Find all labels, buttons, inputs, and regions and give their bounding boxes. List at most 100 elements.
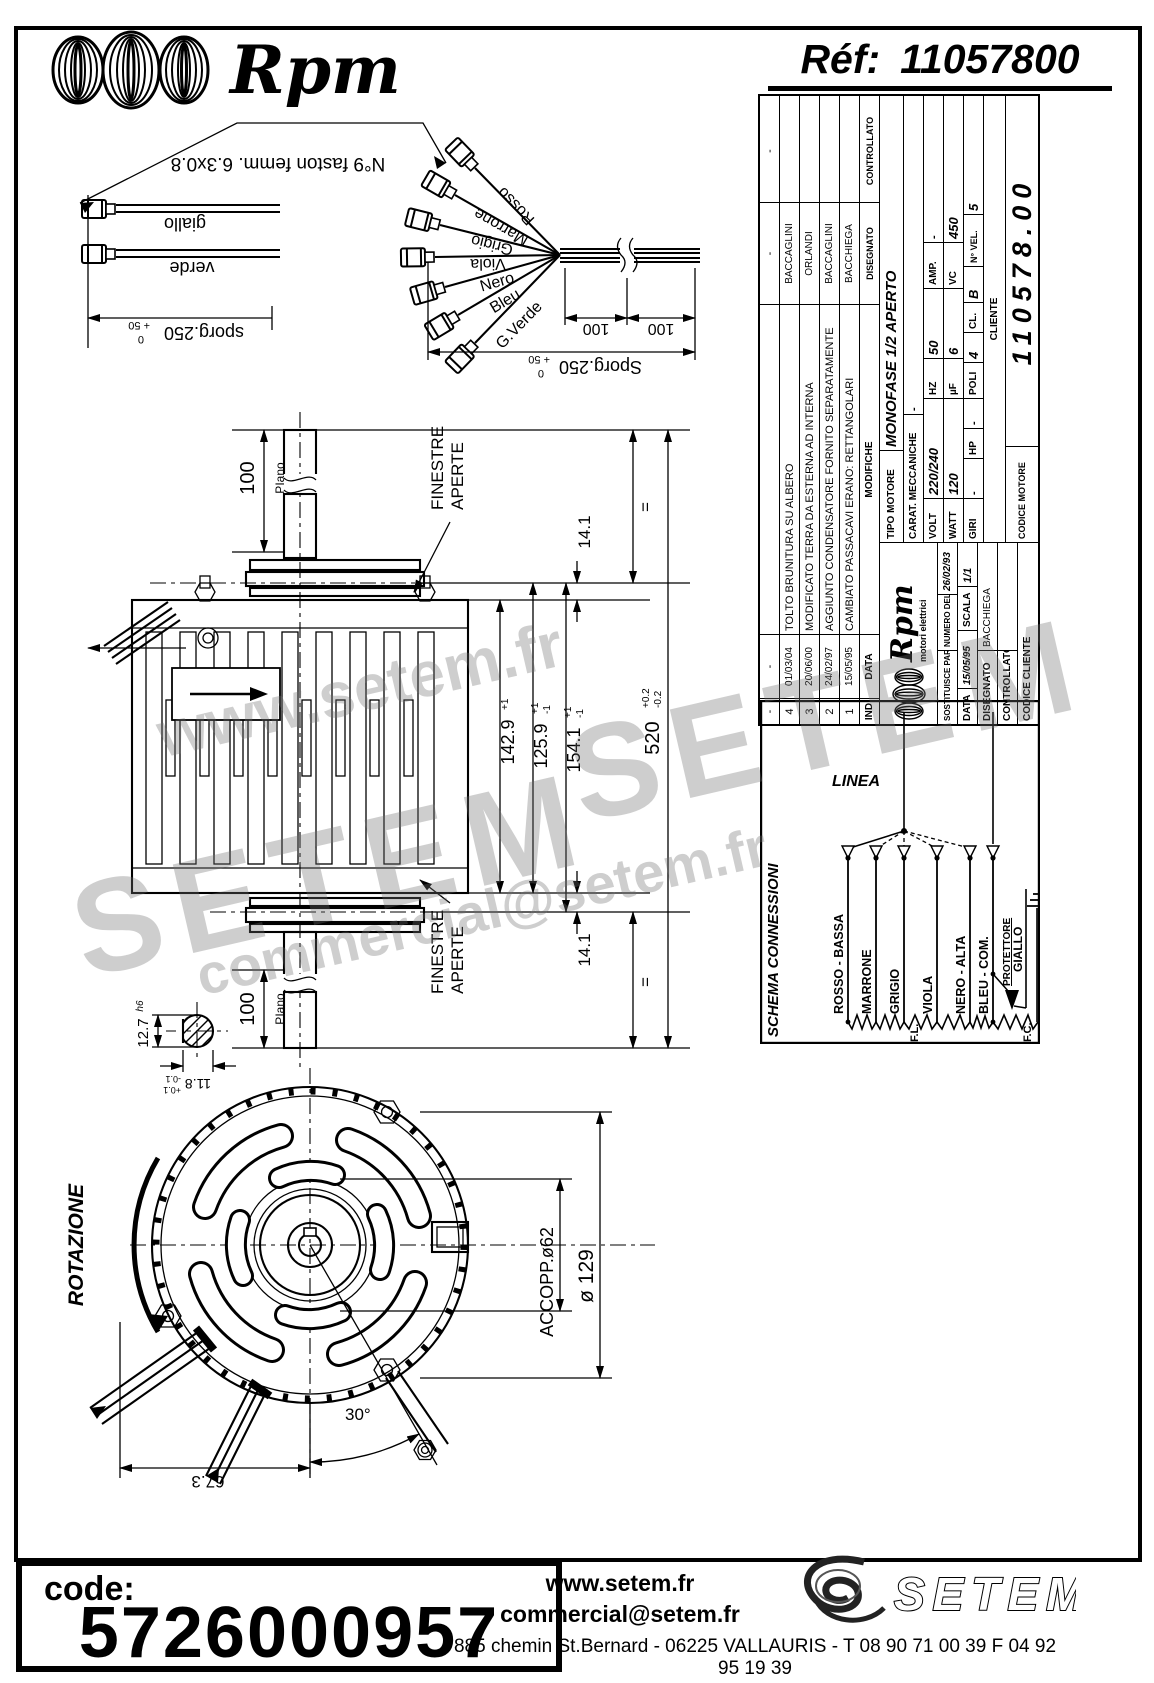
svg-text:-1: -1 [575, 709, 586, 718]
schema-title: SCHEMA CONNESSIONI [765, 863, 782, 1037]
key-flat-dim: 11.8 +0.1 -0.1 [163, 1074, 211, 1095]
spec-label: AMP. [924, 242, 943, 288]
rev-desc: AGGIUNTO CONDENSATORE FORNITO SEPARATAME… [820, 304, 839, 634]
key-dia: 12.7 [135, 1018, 152, 1047]
spec-value: 450 [946, 217, 961, 239]
data-value: 15/05/95 [958, 630, 977, 688]
svg-text:+1: +1 [500, 698, 511, 710]
bundle-label-viola: Viola [470, 255, 506, 273]
windows-open-bottom-1: FINESTRE [428, 910, 447, 994]
schema-wire-rosso: ROSSO - BASSA [832, 914, 846, 1014]
spec-label: HZ [924, 358, 943, 398]
svg-text:+1: +1 [530, 702, 541, 714]
dim-14-top: 14.1 [575, 515, 594, 548]
svg-text:+0.1: +0.1 [163, 1085, 181, 1095]
spec-value: - [964, 458, 983, 498]
footer-contacts: www.setem.fr commercial@setem.fr [455, 1568, 785, 1630]
revision-row: 2 24/02/97 AGGIUNTO CONDENSATORE FORNITO… [820, 96, 840, 724]
controllato-value [998, 543, 1017, 650]
rev-check [780, 100, 799, 202]
title-block-main: Rpm motori elettrici SOSTITUISCE PARI NU… [880, 96, 1038, 724]
spec-label: POLI [964, 362, 983, 398]
rev-date: - [760, 634, 779, 698]
spec-value: 50 [924, 288, 943, 358]
sporg-dim: sporg.250 0 + 50 [128, 319, 244, 345]
disegnato-value: BACCHIEGA [982, 588, 993, 647]
title-block: - - - - 4 01/03/04 TOLTO BRUNITURA SU AL… [758, 94, 1040, 726]
bundle-dim-b: 100 [648, 320, 675, 337]
eq-bottom: = [636, 977, 655, 987]
svg-text:11.8: 11.8 [185, 1076, 211, 1092]
rev-header-date: DATA [860, 634, 879, 698]
schema-holder: SCHEMA CONNESSIONI LINEA [759, 699, 1051, 1046]
rev-desc: CAMBIATO PASSACAVI ERANO: RETTANGOLARI [840, 304, 859, 634]
codice-motore-value: 110578.00 [1006, 176, 1037, 366]
revision-row: 1 15/05/95 CAMBIATO PASSACAVI ERANO: RET… [840, 96, 860, 724]
rpm-coils-icon [51, 30, 210, 110]
svg-text:+1: +1 [563, 706, 574, 718]
rev-by: - [760, 202, 779, 304]
svg-text:-0.2: -0.2 [653, 690, 664, 708]
carat-value: - [907, 407, 920, 411]
tb-logo-text: Rpm [885, 584, 921, 662]
sheet-frame [14, 26, 1142, 1562]
tb-logo-cell: Rpm motori elettrici [880, 543, 938, 724]
ref-block: Réf: 11057800 [768, 36, 1112, 91]
setem-swoosh-icon [803, 1555, 886, 1623]
spec-value: - [964, 398, 983, 428]
single-wires-drawing: giallo verde sporg.250 0 + 50 N°9 faston… [79, 122, 447, 348]
code-value: 5726000957 [78, 1593, 500, 1673]
schema-wire-nero: NERO - ALTA [954, 936, 968, 1014]
rev-by: ORLANDI [800, 202, 819, 304]
rev-check: - [763, 149, 776, 153]
windows-open-top-2: APERTE [448, 442, 467, 510]
codice-cliente-label: CODICE CLIENTE [1021, 636, 1033, 721]
rev-desc: MODIFICATO TERRA DA ESTERNA AD INTERNA [800, 304, 819, 634]
fc-label: F.C. [1022, 1022, 1034, 1042]
eq-top: = [636, 502, 655, 512]
bundle-sporg-label: Sporg.250 [559, 357, 642, 377]
dim-154: 154.1 +1 -1 [563, 706, 586, 772]
wiring-schema: SCHEMA CONNESSIONI LINEA [759, 699, 1051, 1045]
rev-header-desc: MODIFICHE [860, 304, 879, 634]
spec-label: GIRI [964, 498, 983, 542]
spec-label: VC [944, 242, 963, 288]
code-box: code: 5726000957 [16, 1560, 562, 1673]
dim-14-bottom: 14.1 [575, 933, 594, 966]
schema-wire-bleu: BLEU - COM. [977, 936, 991, 1014]
brand-text: Rpm [230, 31, 401, 109]
tipo-motore-value: MONOFASE 1/2 APERTO [883, 270, 900, 447]
schema-wire-grigio: GRIGIO [888, 969, 902, 1014]
windows-open-top-1: FINESTRE [428, 426, 447, 510]
bundle-sporg-tol-a: 0 [538, 367, 544, 379]
wire-top-label: giallo [164, 214, 206, 234]
spec-label: WATT [944, 498, 963, 542]
spec-label: CL. [964, 302, 983, 332]
svg-text:125.9: 125.9 [531, 723, 551, 768]
rev-check [800, 100, 819, 202]
sporg-dim-label: sporg.250 [164, 323, 244, 343]
angle-dim: 30° [345, 1405, 371, 1424]
revision-header-row: IND DATA MODIFICHE DISEGNATO CONTROLLATO [860, 96, 880, 724]
spec-label: HP [964, 428, 983, 458]
bundle-dim-a: 100 [583, 320, 610, 337]
setem-logo-text: SETEM [894, 1568, 1076, 1620]
revision-row: 4 01/03/04 TOLTO BRUNITURA SU ALBERO BAC… [780, 96, 800, 724]
giallo-label: GIALLO [1011, 927, 1025, 972]
spec-value: 4 [964, 332, 983, 362]
faston-callout: N°9 faston femm. 6.3x0.8 [171, 153, 386, 174]
schema-wire-viola: VIOLA [921, 976, 935, 1014]
rev-by: BACCHIEGA [840, 202, 859, 304]
cliente-label: CLIENTE [989, 297, 1000, 341]
code-label: code: [44, 1570, 135, 1608]
rev-header-check: CONTROLLATO [864, 116, 875, 186]
verde-label: VERDE [1037, 951, 1040, 992]
title-block-holder: - - - - 4 01/03/04 TOLTO BRUNITURA SU AL… [758, 94, 1042, 728]
rev-check [840, 100, 859, 202]
shaft-dim-top: 100 [237, 461, 259, 494]
tb-coils-icon [891, 668, 926, 720]
bundle-sporg-dim: Sporg.250 0 + 50 [528, 353, 642, 379]
svg-text:-0.1: -0.1 [165, 1074, 181, 1084]
